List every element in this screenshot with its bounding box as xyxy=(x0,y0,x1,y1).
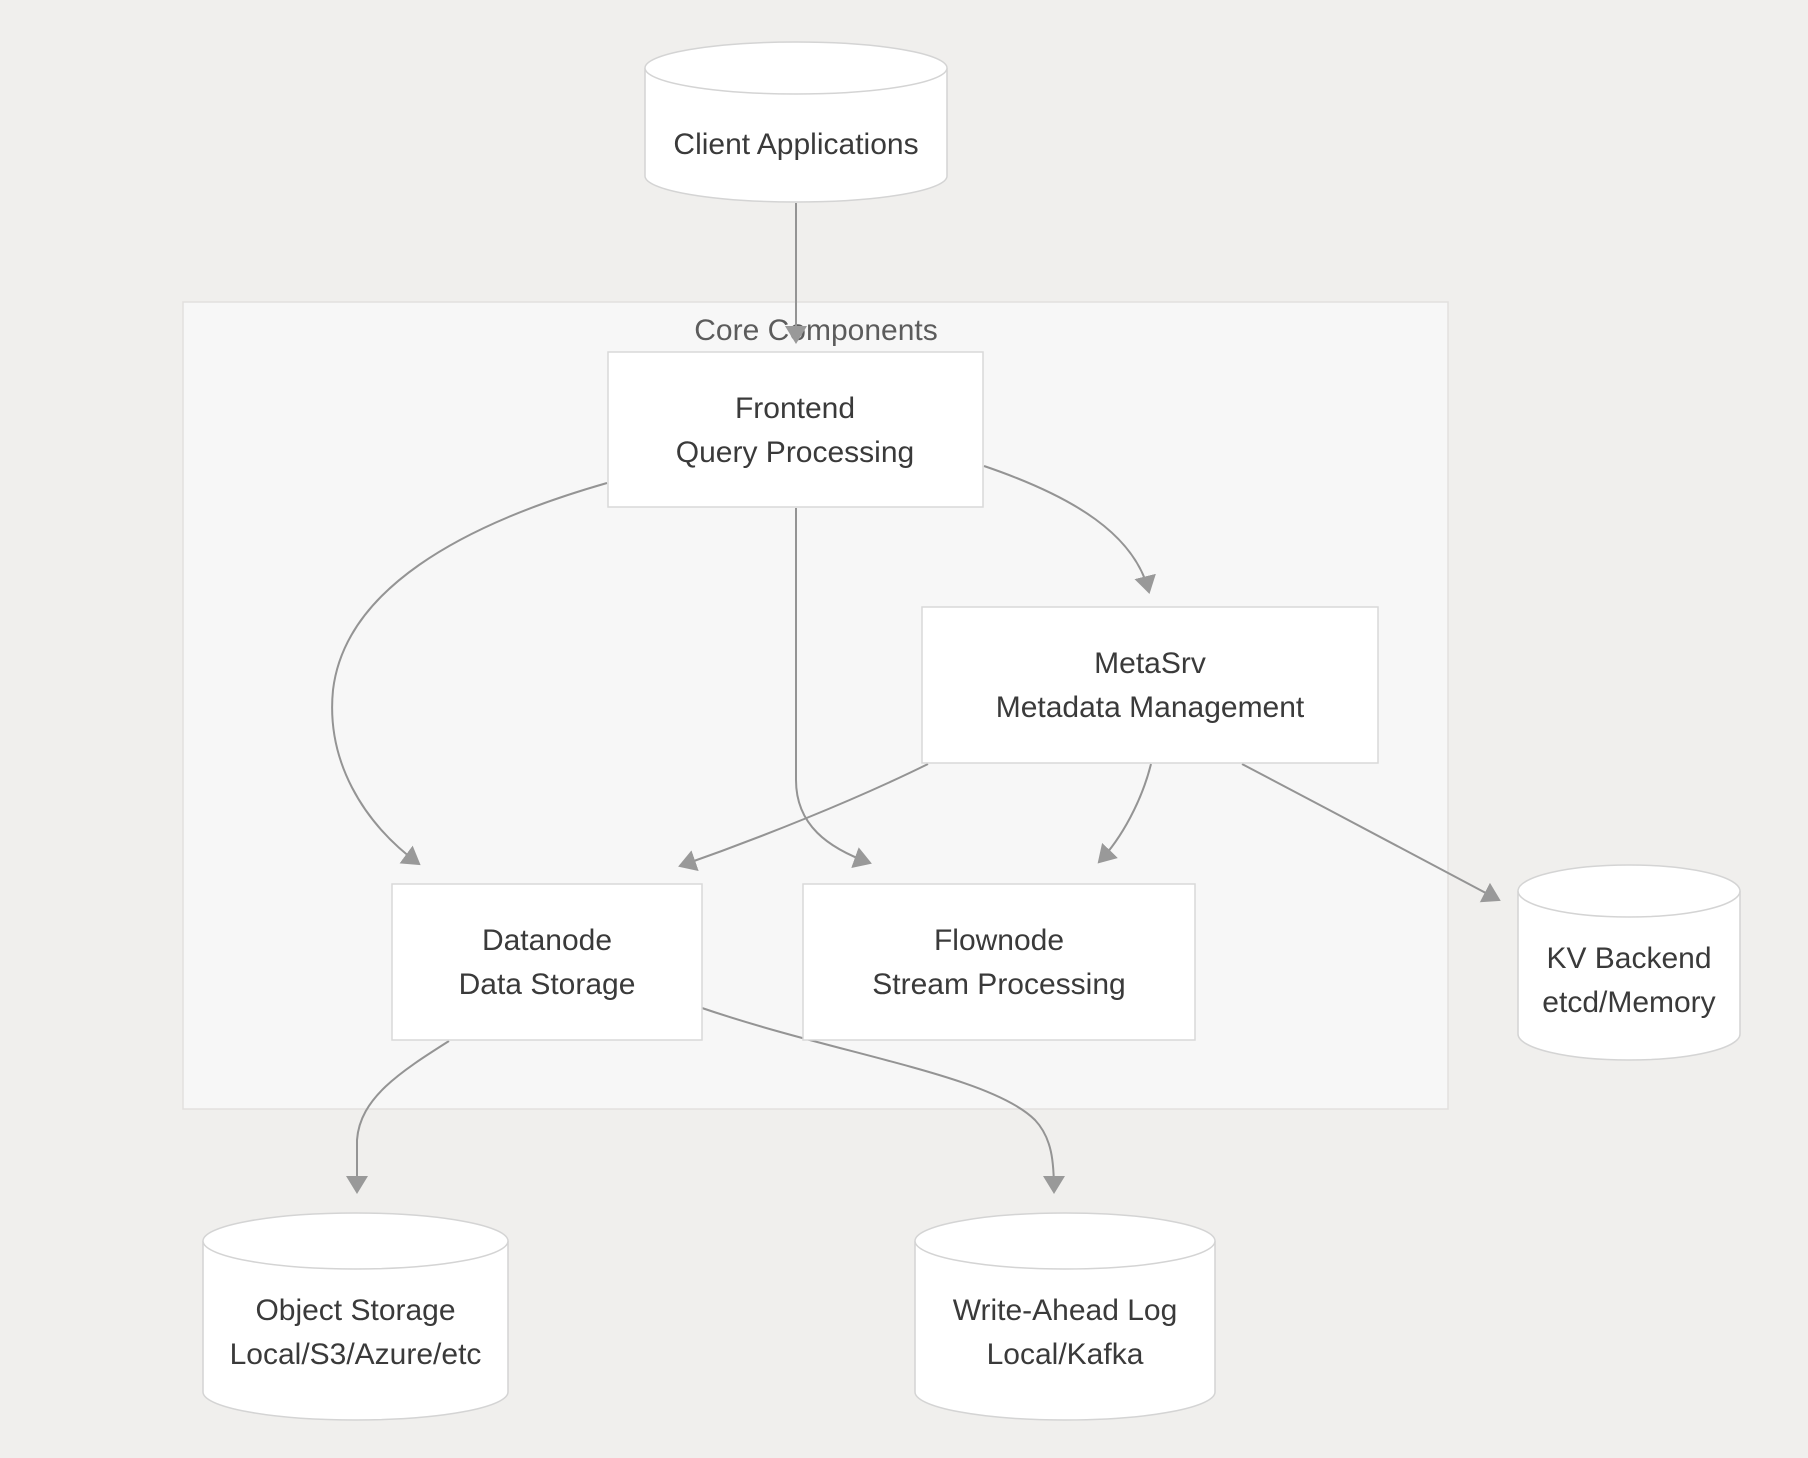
write-ahead-log-subtitle: Local/Kafka xyxy=(987,1338,1144,1371)
edge-frontend-datanode xyxy=(331,482,608,866)
edge-frontend-metasrv xyxy=(983,465,1156,594)
client-applications-cylinder-body xyxy=(644,68,948,203)
object-storage-cylinder-body xyxy=(202,1241,509,1421)
node-metasrv: MetaSrv Metadata Management xyxy=(921,606,1379,764)
metasrv-subtitle: Metadata Management xyxy=(996,691,1305,724)
flownode-title: Flownode xyxy=(934,924,1064,957)
metasrv-title: MetaSrv xyxy=(1094,647,1206,680)
kv-backend-title: KV Backend xyxy=(1546,942,1711,975)
object-storage-subtitle: Local/S3/Azure/etc xyxy=(230,1338,482,1371)
edge-frontend-flownode xyxy=(795,508,872,868)
frontend-title: Frontend xyxy=(735,392,855,425)
write-ahead-log-title: Write-Ahead Log xyxy=(953,1294,1178,1327)
datanode-title: Datanode xyxy=(482,924,612,957)
node-datanode: Datanode Data Storage xyxy=(391,883,703,1041)
flownode-subtitle: Stream Processing xyxy=(872,968,1125,1001)
write-ahead-log-cylinder-body xyxy=(914,1241,1216,1421)
kv-backend-subtitle: etcd/Memory xyxy=(1542,986,1715,1019)
node-object-storage: Object Storage Local/S3/Azure/etc xyxy=(202,1212,509,1421)
edge-datanode-wal xyxy=(701,1007,1065,1194)
node-kv-backend: KV Backend etcd/Memory xyxy=(1517,864,1741,1061)
subgraph-core-components-label: Core Components xyxy=(694,314,937,347)
node-client-applications: Client Applications xyxy=(644,41,948,203)
node-flownode: Flownode Stream Processing xyxy=(802,883,1196,1041)
kv-backend-cylinder-top xyxy=(1517,864,1741,918)
frontend-subtitle: Query Processing xyxy=(676,436,914,469)
edge-metasrv-datanode xyxy=(678,763,929,872)
node-frontend: Frontend Query Processing xyxy=(607,351,984,508)
edge-datanode-objectstorage xyxy=(346,1040,450,1194)
object-storage-cylinder-top xyxy=(202,1212,509,1270)
edge-metasrv-flownode xyxy=(1097,763,1152,864)
kv-backend-cylinder-body xyxy=(1517,891,1741,1061)
write-ahead-log-cylinder-top xyxy=(914,1212,1216,1270)
object-storage-title: Object Storage xyxy=(255,1294,455,1327)
node-write-ahead-log: Write-Ahead Log Local/Kafka xyxy=(914,1212,1216,1421)
frontend-rect xyxy=(607,351,984,508)
datanode-subtitle: Data Storage xyxy=(459,968,636,1001)
edge-metasrv-kvbackend xyxy=(1241,763,1501,903)
datanode-rect xyxy=(391,883,703,1041)
metasrv-rect xyxy=(921,606,1379,764)
flownode-rect xyxy=(802,883,1196,1041)
client-applications-cylinder-top xyxy=(644,41,948,95)
client-applications-label: Client Applications xyxy=(673,128,918,161)
edges xyxy=(331,203,1501,1194)
